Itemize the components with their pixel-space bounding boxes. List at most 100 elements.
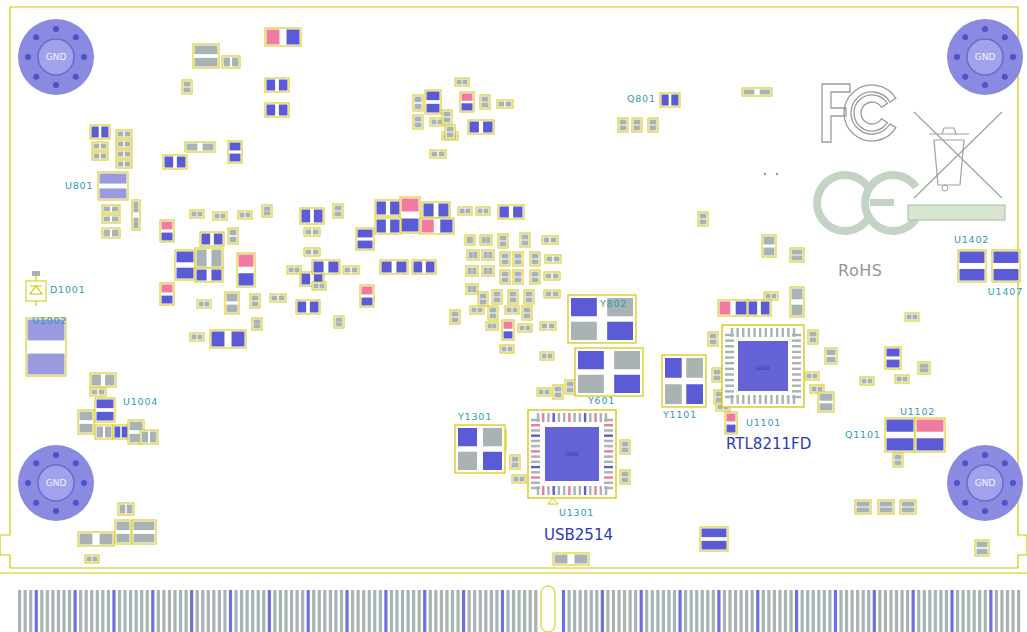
part-outline [102, 215, 120, 223]
solder-pad [500, 241, 507, 246]
gold-finger [185, 590, 188, 632]
part-outline [160, 283, 174, 305]
smd-part [304, 228, 320, 236]
smd-part [518, 324, 532, 332]
reference-designator: U1301 [559, 508, 594, 518]
part-outline [225, 292, 239, 314]
smd-part [553, 385, 563, 399]
part-outline [213, 212, 227, 220]
solder-pad [720, 302, 731, 315]
solder-pad [820, 403, 833, 410]
gold-finger [584, 590, 587, 632]
part-outline [958, 250, 986, 282]
solder-pad [887, 420, 914, 432]
gold-finger [789, 590, 792, 632]
chip-pin [604, 487, 613, 489]
solder-pad [345, 268, 351, 273]
smd-part [502, 320, 514, 340]
gold-finger [240, 590, 243, 632]
solder-pad [197, 250, 207, 267]
gold-finger [895, 590, 898, 632]
chip-pin [594, 486, 596, 495]
smd-part [465, 235, 475, 245]
smd-part [95, 425, 113, 439]
part-outline [185, 142, 215, 152]
solder-pad [807, 374, 812, 379]
gold-finger [884, 590, 887, 632]
solder-pad [440, 220, 452, 233]
chip-pin [776, 328, 778, 337]
solder-pad [736, 302, 747, 315]
crystal-pad [686, 384, 703, 404]
smd-part [445, 125, 455, 139]
gold-finger [617, 590, 620, 632]
part-outline [420, 218, 454, 234]
solder-pad [546, 292, 552, 297]
gold-finger [390, 590, 393, 632]
solder-pad [177, 268, 194, 279]
part-outline [725, 412, 737, 434]
solder-pad [544, 238, 550, 243]
part-outline [818, 392, 834, 412]
smd-part [116, 150, 132, 158]
smd-part [513, 252, 523, 266]
smd-part [140, 430, 158, 444]
smd-part [422, 202, 450, 218]
solder-pad [197, 335, 202, 340]
hole-label: GND [18, 19, 94, 95]
qfn-chip [528, 410, 616, 498]
part-outline [544, 290, 560, 298]
solder-pad [700, 214, 707, 219]
solder-pad [512, 462, 519, 467]
gold-finger [834, 590, 837, 632]
smd-part [878, 500, 894, 514]
gold-finger [889, 590, 892, 632]
smd-part [163, 155, 187, 169]
gold-finger [734, 590, 737, 632]
compliance-mark: RoHS [838, 262, 882, 280]
reference-designator: Y1101 [663, 410, 697, 420]
smd-part [210, 330, 246, 348]
solder-pad [714, 375, 721, 380]
solder-pad [771, 294, 776, 299]
solder-pad [634, 125, 641, 130]
solder-pad [544, 390, 549, 395]
smd-part [540, 352, 554, 360]
gold-finger [429, 590, 432, 632]
gold-finger [662, 590, 665, 632]
solder-pad [880, 502, 893, 507]
solder-pad [515, 259, 522, 264]
solder-pad [488, 252, 492, 259]
smd-part [708, 332, 718, 346]
smd-part [78, 532, 114, 546]
smd-part [296, 300, 320, 314]
smd-part [182, 80, 192, 94]
solder-pad [112, 217, 118, 222]
solder-pad [857, 507, 870, 512]
solder-pad [122, 427, 128, 438]
gold-finger [484, 590, 487, 632]
solder-pad [480, 294, 487, 299]
chip-pin [725, 385, 734, 387]
smd-part [430, 150, 446, 158]
smd-part [160, 220, 174, 242]
gold-finger [340, 590, 343, 632]
solder-pad [567, 387, 574, 392]
part-outline [480, 95, 490, 109]
chip-pin [759, 395, 761, 404]
smd-part [225, 292, 239, 314]
part-outline [265, 78, 289, 92]
part-outline [163, 155, 187, 169]
chip-pin [531, 450, 540, 452]
solder-pad [468, 286, 472, 293]
smd-part [482, 250, 494, 260]
smd-part [915, 418, 945, 452]
chip-pin [563, 486, 565, 495]
reference-designator: D1001 [50, 285, 86, 295]
part-outline [885, 418, 915, 452]
smd-part [200, 232, 224, 246]
solder-pad [272, 296, 278, 301]
solder-pad [895, 460, 902, 465]
chip-pin [792, 351, 801, 353]
part-outline [222, 56, 240, 68]
